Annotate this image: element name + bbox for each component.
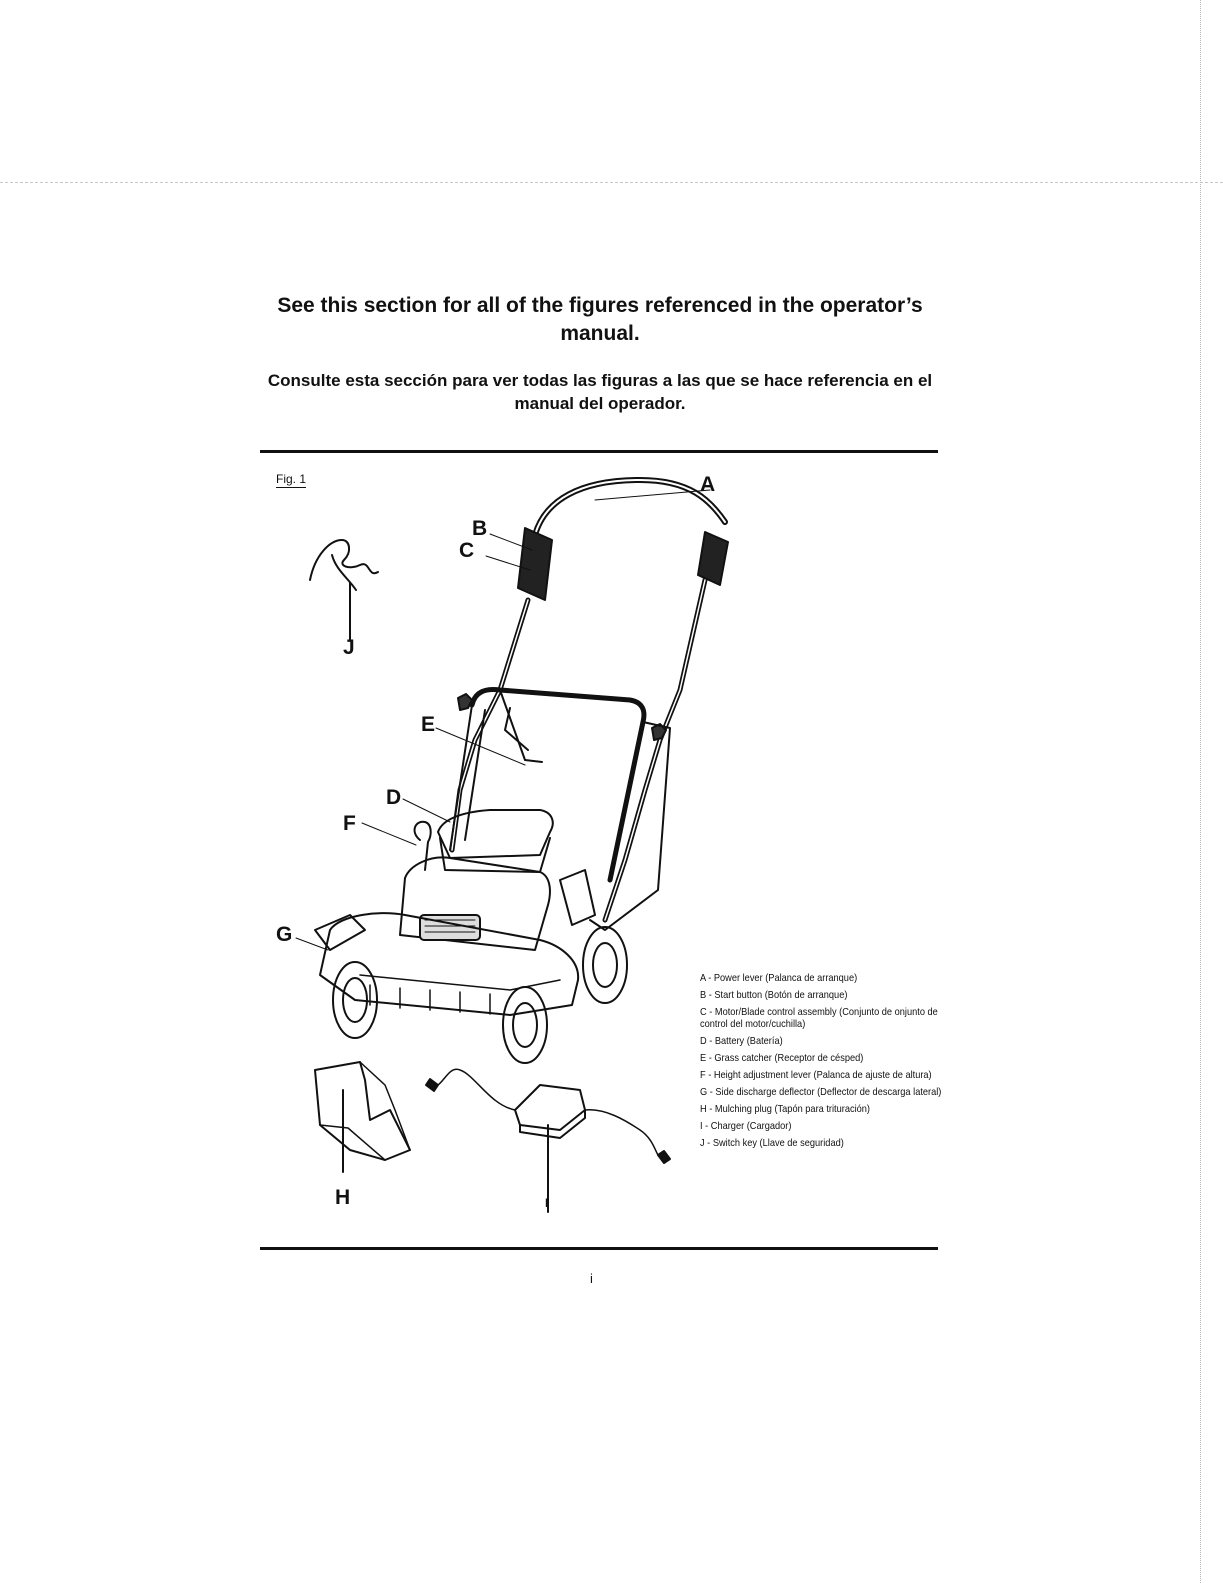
heading-spanish: Consulte esta sección para ver todas las…	[267, 371, 933, 413]
callout-g: G	[276, 923, 293, 946]
callout-a: A	[700, 473, 716, 496]
legend-item-f: F - Height adjustment lever (Palanca de …	[700, 1069, 932, 1081]
callout-b: B	[472, 517, 488, 540]
callout-h: H	[335, 1186, 351, 1209]
legend-item-b: B - Start button (Botón de arranque)	[700, 989, 848, 1001]
legend-item-a: A - Power lever (Palanca de arranque)	[700, 972, 858, 984]
callout-e: E	[421, 713, 436, 736]
legend-item-e: E - Grass catcher (Receptor de césped)	[700, 1052, 864, 1064]
legend-item-c: C - Motor/Blade control assembly (Conjun…	[700, 1006, 938, 1030]
parts-legend: A - Power lever (Palanca de arranque) B …	[700, 972, 942, 1154]
legend-item-g: G - Side discharge deflector (Deflector …	[700, 1086, 942, 1098]
scan-edge-right	[1200, 0, 1201, 1583]
legend-item-d: D - Battery (Batería)	[700, 1035, 783, 1047]
callout-d: D	[386, 786, 402, 809]
top-rule	[260, 450, 938, 453]
bottom-rule	[260, 1247, 938, 1250]
legend-item-h: H - Mulching plug (Tapón para trituració…	[700, 1103, 871, 1115]
callout-j: J	[343, 636, 355, 659]
page-number: i	[590, 1271, 593, 1286]
scan-edge-top	[0, 182, 1223, 183]
heading-english: See this section for all of the figures …	[277, 294, 923, 345]
callout-c: C	[459, 539, 475, 562]
legend-item-j: J - Switch key (Llave de seguridad)	[700, 1137, 844, 1149]
legend-item-i: I - Charger (Cargador)	[700, 1120, 792, 1132]
figure-label: Fig. 1	[276, 472, 307, 488]
callout-f: F	[343, 812, 356, 835]
mower-parts-figure	[295, 477, 729, 1213]
callout-i: I	[545, 1196, 549, 1210]
